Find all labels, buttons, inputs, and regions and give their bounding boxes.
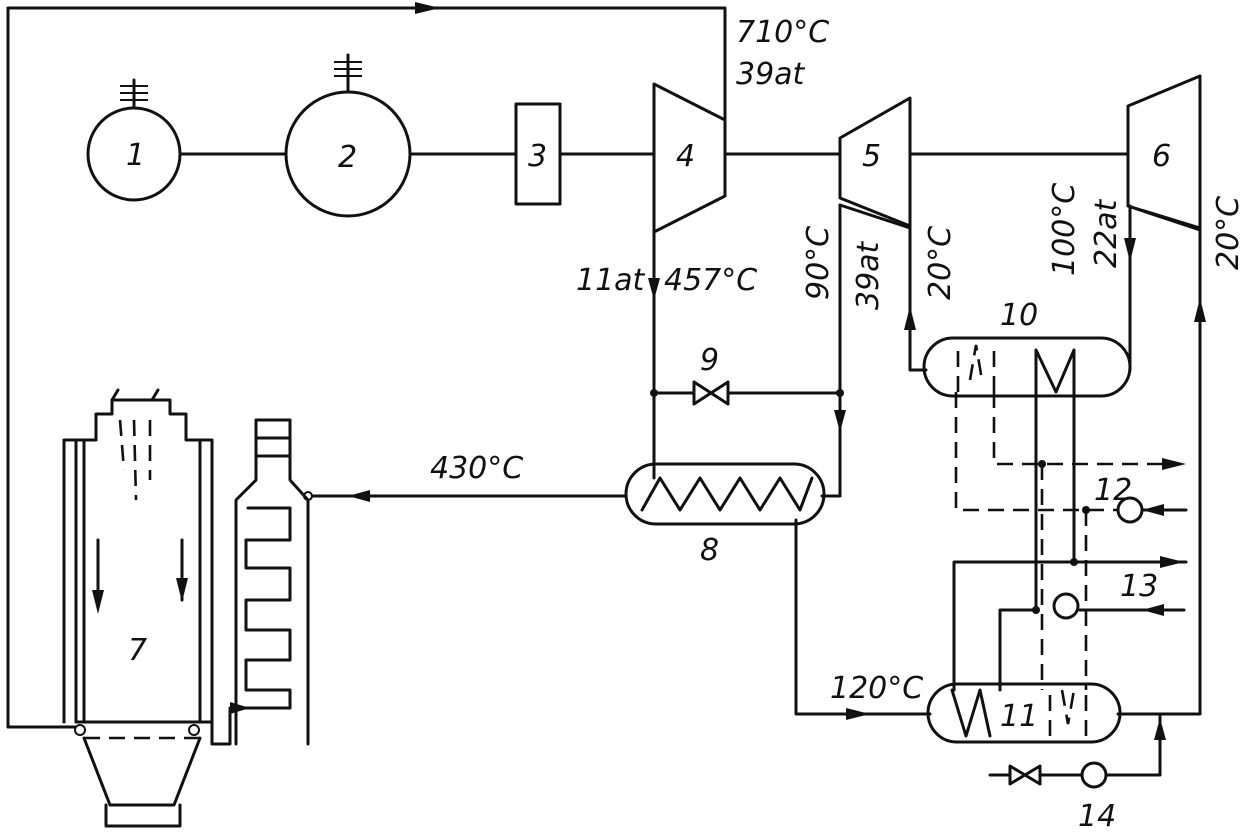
- label-90c: 90°C: [801, 226, 836, 300]
- pump-13: [1052, 592, 1080, 620]
- label-4: 4: [676, 139, 695, 174]
- label-2: 2: [338, 140, 357, 175]
- flue-heater: [230, 418, 310, 746]
- label-100c: 100°C: [1047, 183, 1082, 276]
- flow-arrow-top: [415, 2, 440, 14]
- compressor-5-discharge: [820, 203, 842, 498]
- cooler-11: [926, 682, 1122, 744]
- main-supply-line: [6, 6, 727, 729]
- label-11: 11: [1000, 699, 1038, 734]
- label-3: 3: [528, 139, 547, 174]
- label-14: 14: [1078, 799, 1116, 832]
- label-9: 9: [700, 343, 719, 378]
- label-12: 12: [1094, 473, 1132, 508]
- label-10: 10: [1000, 298, 1038, 333]
- label-8: 8: [700, 533, 719, 568]
- label-11at: 11at: [576, 263, 646, 298]
- label-39at-mid: 39at: [851, 240, 886, 310]
- label-22at: 22at: [1089, 198, 1124, 268]
- label-457c: 457°C: [664, 263, 757, 298]
- intercooler-10: [922, 336, 1132, 398]
- pump-14: [1080, 761, 1108, 789]
- label-20c-a: 20°C: [923, 226, 958, 300]
- line-8-to-cooler-11: [794, 518, 932, 716]
- furnace-7: [6, 388, 232, 828]
- turbine-4: [652, 82, 727, 234]
- makeup-valve: [1008, 764, 1042, 786]
- label-5: 5: [862, 139, 881, 174]
- label-430c: 430°C: [430, 451, 523, 486]
- label-20c-b: 20°C: [1211, 196, 1246, 270]
- label-710c: 710°C: [736, 15, 829, 50]
- label-7: 7: [128, 633, 147, 668]
- regenerator-8: [624, 462, 826, 526]
- label-39at-top: 39at: [736, 57, 806, 92]
- label-13: 13: [1120, 569, 1158, 604]
- label-1: 1: [126, 138, 145, 173]
- label-6: 6: [1152, 139, 1171, 174]
- line-5-to-cooler-10: [908, 224, 928, 372]
- label-120c: 120°C: [830, 671, 923, 706]
- line-6-to-cooler-11: [1116, 226, 1202, 716]
- valve-9: [692, 380, 730, 406]
